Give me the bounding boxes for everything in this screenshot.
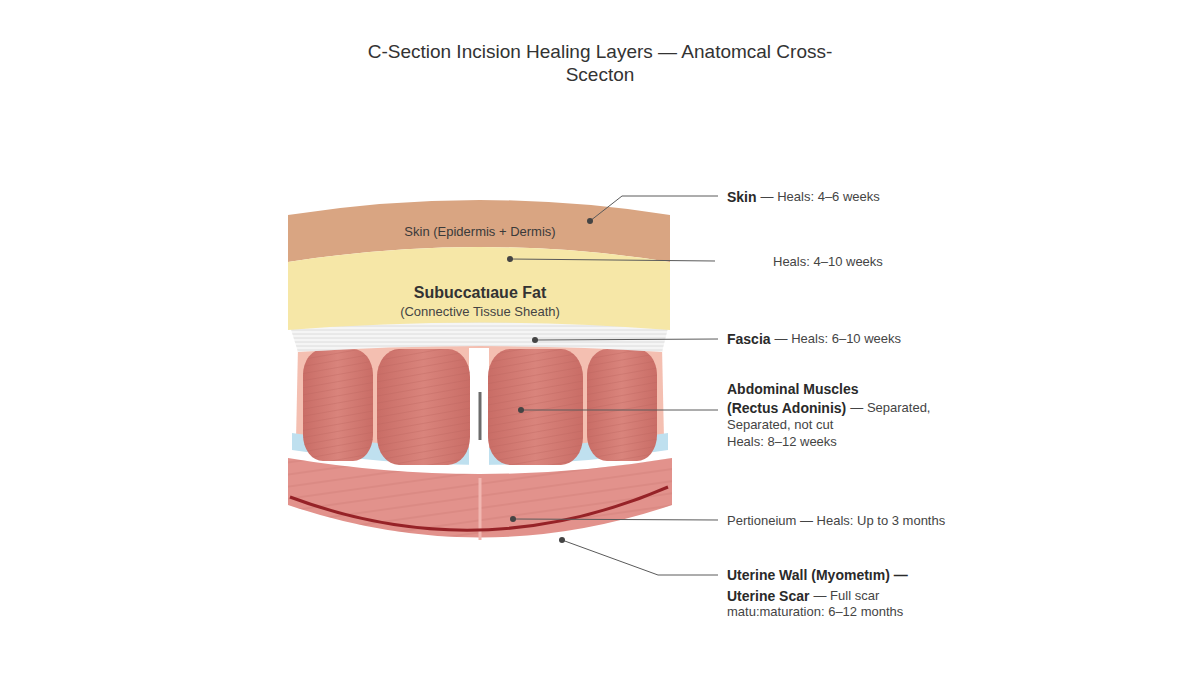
- leader-line: [535, 339, 718, 340]
- muscle-texture: [377, 349, 470, 465]
- muscle-belly: [303, 349, 373, 461]
- leader-dot: [559, 537, 565, 543]
- callout-text: (Rectus Adoninis): [727, 400, 846, 416]
- callout-text: Fascia: [727, 331, 771, 347]
- callout-text: Skin: [727, 189, 757, 205]
- leader-line: [510, 259, 715, 261]
- muscle-belly: [488, 349, 583, 465]
- leader-line: [513, 519, 718, 520]
- callout-text: Uterine Wall (Myometım) —: [727, 567, 908, 583]
- diagram-title: C-Section Incision Healing Layers — Anat…: [350, 40, 850, 86]
- leader-dot: [532, 337, 538, 343]
- leader-dot: [587, 218, 593, 224]
- incision-gap: [469, 348, 489, 466]
- leader-line: [590, 196, 718, 221]
- callout-text: matu:maturation: 6–12 months: [727, 604, 903, 620]
- callout-text: — Full scar: [813, 588, 879, 604]
- callout-text: Separated, not cut: [727, 417, 833, 433]
- tissue-band: Subuccatıaue Fat (Connective Tissue Sheat…: [288, 225, 672, 335]
- callout-text: Pertioneium — Heals: Up to 3 months: [727, 513, 945, 529]
- callout-text: — Heals: 6–10 weeks: [775, 331, 901, 347]
- muscle-belly: [587, 349, 657, 461]
- leader-dot: [518, 407, 524, 413]
- leader-dot: [507, 256, 513, 262]
- muscle-belly: [377, 349, 470, 465]
- band-label: Skin (Epidermis + Dermis): [288, 224, 672, 240]
- band-sublabel: (Connective Tissue Sheath): [288, 304, 672, 320]
- callout-text: Uterine Scar: [727, 588, 809, 604]
- callout-text: — Heals: 4–6 weeks: [761, 189, 880, 205]
- callout-text: Heals: 4–10 weeks: [773, 254, 883, 270]
- muscle-texture: [303, 349, 373, 461]
- leader-dot: [510, 516, 516, 522]
- uterine-scar-line: [290, 487, 668, 530]
- leader-line: [521, 410, 718, 411]
- muscle-texture: [587, 349, 657, 461]
- band-label: Subuccatıaue Fat: [288, 285, 672, 301]
- callout-text: — Separated,: [850, 400, 930, 416]
- callout-text: Heals: 8–12 weeks: [727, 434, 837, 450]
- muscle-texture: [488, 349, 583, 465]
- incision-line: [479, 392, 482, 440]
- leader-line: [562, 540, 718, 575]
- callout-text: Abdominal Muscles: [727, 381, 858, 397]
